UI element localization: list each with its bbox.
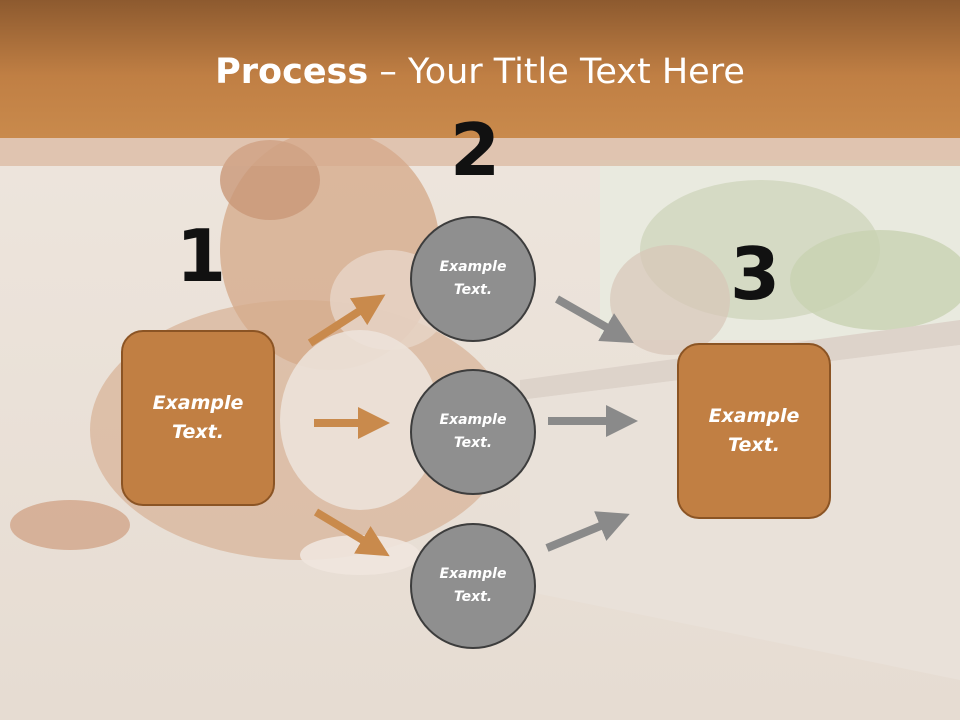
title-bar	[0, 0, 960, 138]
process-box-1: Example Text.	[121, 330, 275, 506]
process-circle-1-text: Example Text.	[440, 256, 507, 302]
process-circle-3-line2: Text.	[453, 589, 493, 605]
process-circle-1-line1: Example	[439, 259, 507, 275]
process-box-1-text: Example Text.	[153, 389, 244, 447]
process-box-3-line1: Example	[708, 405, 800, 427]
process-circle-3-text: Example Text.	[440, 563, 507, 609]
slide-title: Process – Your Title Text Here	[0, 52, 960, 92]
slide-title-bold: Process	[215, 52, 369, 92]
step-number-1: 1	[176, 214, 227, 298]
process-circle-3: Example Text.	[410, 523, 536, 649]
process-circle-3-line1: Example	[439, 566, 507, 582]
process-circle-2-line2: Text.	[453, 435, 493, 451]
process-circle-2: Example Text.	[410, 369, 536, 495]
process-box-3: Example Text.	[677, 343, 831, 519]
process-box-3-line2: Text.	[728, 434, 780, 456]
process-box-1-line1: Example	[152, 392, 244, 414]
process-box-1-line2: Text.	[172, 421, 224, 443]
process-circle-1: Example Text.	[410, 216, 536, 342]
process-box-3-text: Example Text.	[709, 402, 800, 460]
title-bar-fade	[0, 138, 960, 166]
process-circle-1-line2: Text.	[453, 282, 493, 298]
step-number-2: 2	[450, 108, 501, 192]
slide-title-rest: – Your Title Text Here	[368, 52, 745, 92]
process-circle-2-line1: Example	[439, 412, 507, 428]
process-circle-2-text: Example Text.	[440, 409, 507, 455]
step-number-3: 3	[730, 232, 781, 316]
